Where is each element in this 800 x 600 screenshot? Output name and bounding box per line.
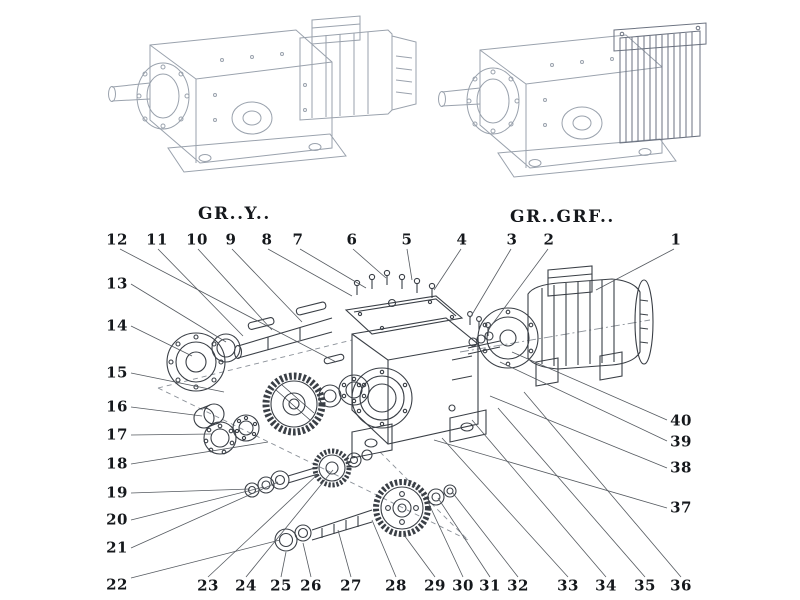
callout-1: 1 (670, 230, 682, 249)
projection-lines (157, 319, 651, 541)
callout-32: 32 (507, 576, 529, 595)
callout-40: 40 (670, 411, 692, 430)
callout-38: 38 (670, 458, 692, 477)
callout-34: 34 (595, 576, 617, 595)
callout-6: 6 (346, 230, 358, 249)
callout-22: 22 (106, 575, 128, 594)
exploded-view (166, 265, 654, 552)
callout-10: 10 (186, 230, 208, 249)
callout-30: 30 (452, 576, 474, 595)
callout-27: 27 (340, 576, 362, 595)
callout-13: 13 (106, 274, 128, 293)
callout-25: 25 (270, 576, 292, 595)
intermediate-pinion-cluster (244, 448, 373, 498)
gear-housing (351, 317, 487, 459)
callout-14: 14 (106, 316, 128, 335)
callout-31: 31 (479, 576, 501, 595)
callout-8: 8 (261, 230, 273, 249)
leader-lines (119, 248, 682, 579)
callout-20: 20 (106, 510, 128, 529)
cover-bolts (353, 269, 436, 298)
callout-5: 5 (401, 230, 413, 249)
callout-23: 23 (197, 576, 219, 595)
callout-36: 36 (670, 576, 692, 595)
callout-2: 2 (543, 230, 555, 249)
input-shaft (233, 301, 345, 365)
output-flange-and-seal (166, 332, 241, 392)
variant-label-gr-y: GR..Y.. (198, 204, 271, 224)
output-bearings (193, 403, 260, 455)
callout-21: 21 (106, 538, 128, 557)
cover-plate (344, 295, 464, 335)
callout-16: 16 (106, 397, 128, 416)
callout-15: 15 (106, 363, 128, 382)
callout-37: 37 (670, 498, 692, 517)
callout-18: 18 (106, 454, 128, 473)
variant-label-gr-grf: GR..GRF.. (510, 207, 615, 227)
output-shaft-group (274, 479, 457, 552)
callout-11: 11 (146, 230, 168, 249)
callout-24: 24 (235, 576, 257, 595)
callout-33: 33 (557, 576, 579, 595)
callout-35: 35 (634, 576, 656, 595)
callout-7: 7 (292, 230, 304, 249)
large-gear-cluster (262, 372, 370, 436)
top-left-illustration (108, 15, 417, 173)
top-right-illustration (438, 22, 707, 178)
callout-26: 26 (300, 576, 322, 595)
callout-4: 4 (456, 230, 468, 249)
callout-17: 17 (106, 425, 128, 444)
callout-3: 3 (506, 230, 518, 249)
callout-28: 28 (385, 576, 407, 595)
callout-12: 12 (106, 230, 128, 249)
callout-9: 9 (225, 230, 237, 249)
callout-39: 39 (670, 432, 692, 451)
callout-29: 29 (424, 576, 446, 595)
callout-19: 19 (106, 483, 128, 502)
motor (477, 265, 654, 387)
